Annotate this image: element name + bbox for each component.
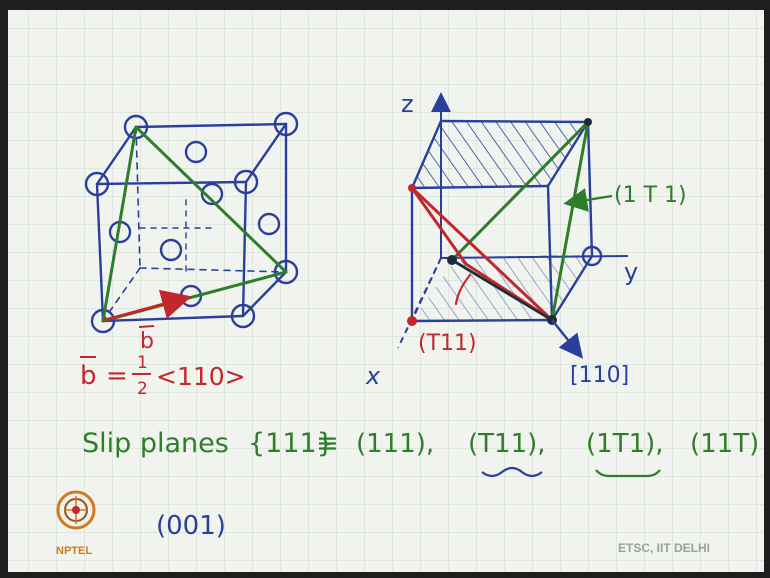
top-face-hatching (412, 121, 588, 188)
slip-plane-item-4: (11T) (690, 429, 759, 459)
slip-plane-item-2: (T11), (468, 429, 546, 459)
formula-fraction-numerator: 1 (137, 353, 148, 373)
z-axis-label: z (401, 90, 414, 118)
slip-planes-text: Slip planes (82, 428, 229, 459)
formula-equals: = (106, 361, 128, 391)
formula-lhs: b (80, 361, 97, 391)
burgers-vector-formula: b = 1 2 <110> (80, 353, 246, 399)
plane-1t1-pointer-arrow (563, 188, 613, 212)
slip-planes-family: {111} (248, 428, 334, 459)
slip-plane-item-3: (1T1), (586, 429, 664, 459)
slip-planes-statement: Slip planes {111} ≡ (111), (T11), (1T1),… (82, 428, 759, 478)
direction-110-label: [110] (570, 363, 629, 388)
grid-lines (8, 10, 764, 572)
top-corner-point (584, 118, 592, 126)
plane-t11-label: (T11) (418, 331, 477, 356)
burgers-vector-label: b (140, 329, 154, 354)
red-corner-point (408, 184, 416, 192)
plane-1t1-label: (1 T 1) (614, 183, 687, 208)
watermark: ETSC, IIT DELHI (618, 541, 710, 555)
intersection-line (451, 258, 553, 322)
plane-t11-lines (410, 186, 554, 322)
vector-bar (138, 325, 155, 328)
slip-planes-equivalence: ≡ (316, 428, 339, 459)
x-axis-label: x (365, 362, 381, 390)
formula-fraction-denominator: 2 (137, 379, 148, 399)
nptel-logo: NPTEL (56, 490, 96, 557)
underline-brace-1t1 (595, 469, 661, 478)
y-axis-label: y (624, 258, 638, 286)
direction-110-arrow (551, 319, 583, 359)
formula-direction: <110> (156, 362, 246, 391)
origin-point (447, 255, 457, 265)
left-fcc-cube (84, 111, 299, 334)
burgers-vector-arrow (104, 289, 192, 322)
x-axis (397, 257, 442, 349)
nptel-logo-text: NPTEL (56, 545, 92, 557)
slip-plane-item-1: (111), (356, 429, 434, 459)
x-corner-point (407, 316, 417, 326)
y-axis (440, 255, 629, 259)
underline-squiggle-t11 (481, 466, 543, 478)
plane-001-label: (001) (156, 511, 226, 541)
